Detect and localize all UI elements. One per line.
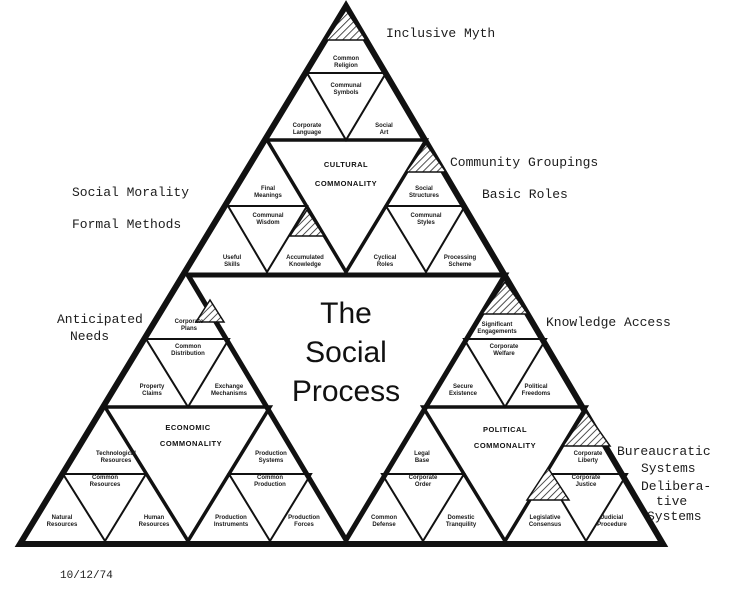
economic-right-inverted-triangle [227,473,313,543]
political-right-inverted-triangle [544,473,629,543]
center-title-line3: Process [292,375,400,408]
economic-left-inverted-triangle [61,473,148,543]
corporate-plans-hatched-triangle [194,298,226,323]
social-morality-annotation: Social Morality [72,185,189,200]
apex-inverted-triangle [305,72,388,142]
center-title-line2: Social [305,336,387,369]
date-annotation: 10/12/74 [60,570,113,582]
political-left-inverted-triangle [380,473,466,543]
cultural-left-inverted-triangle [226,205,309,274]
economic-top-inverted-triangle [144,338,231,409]
inclusive-myth-annotation: Inclusive Myth [386,26,495,41]
formal-methods-annotation: Formal Methods [72,217,181,232]
accumulated-knowledge-hatched-triangle [288,208,326,237]
political-top-inverted-triangle [462,338,548,409]
deliberative-hatched-triangle [525,466,571,501]
basic-roles-annotation: Basic Roles [482,187,568,202]
community-groupings-hatched-triangle [404,142,448,173]
knowledge-access-hatched-triangle [480,280,530,315]
cultural-right-inverted-triangle [384,205,467,274]
center-title-line1: The [320,297,372,330]
apex-hatched-triangle [324,8,368,41]
knowledge-access-annotation: Knowledge Access [546,315,671,330]
community-groupings-annotation: Community Groupings [450,155,598,170]
bureaucratic-hatched-triangle [561,410,612,447]
